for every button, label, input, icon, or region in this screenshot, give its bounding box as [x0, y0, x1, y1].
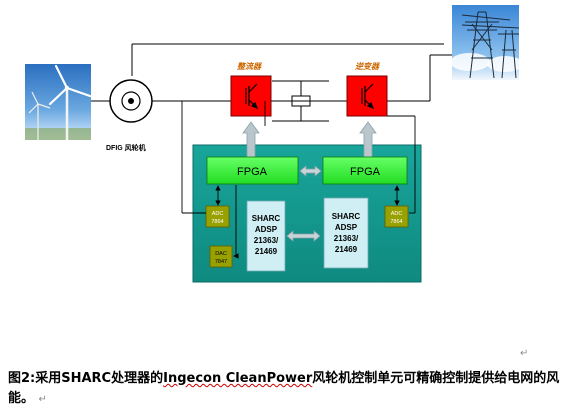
transmission-tower-photo-icon	[450, 5, 523, 80]
capacitor-icon	[291, 95, 311, 107]
figure-caption: 图2:采用SHARC处理器的Ingecon CleanPower风轮机控制单元可…	[8, 369, 566, 410]
generator-label: DFIG 风轮机	[106, 143, 146, 152]
wind-turbine-photo-icon	[25, 64, 92, 140]
double-arrow-icon	[286, 230, 321, 242]
dsp-right-line-4: 21469	[335, 245, 358, 254]
fpga-left-block	[206, 156, 299, 185]
caption-paragraph-mark: ↵	[38, 394, 47, 405]
fpga-left-label: FPGA	[237, 166, 268, 178]
adc-left-line-1: ADC	[212, 211, 224, 217]
adc-right-line-2: 7864	[390, 219, 402, 225]
adc-right-block	[384, 205, 409, 228]
dsp-right-line-3: 21363/	[334, 234, 359, 243]
transistor-switch-icon	[245, 83, 259, 110]
adc-left-line-2: 7864	[211, 219, 223, 225]
dsp-left-line-1: SHARC	[252, 214, 281, 223]
double-arrow-icon	[299, 165, 322, 177]
adc-left-block	[205, 205, 230, 228]
transistor-switch-icon	[361, 83, 375, 110]
dac-line-2: 7847	[215, 259, 227, 265]
rectifier-block	[230, 75, 272, 117]
caption-prefix: 图2:采用SHARC处理器的	[8, 371, 164, 386]
adc-right-line-1: ADC	[391, 211, 403, 217]
dsp-left-block	[246, 200, 286, 272]
rectifier-label: 整流器	[237, 62, 262, 71]
dsp-left-line-4: 21469	[255, 247, 278, 256]
dsp-left-line-3: 21363/	[254, 236, 279, 245]
gate-drive-arrows	[242, 121, 377, 159]
caption-brand: Ingecon CleanPower	[163, 371, 313, 386]
dac-line-1: DAC	[215, 251, 227, 257]
fpga-right-block	[322, 156, 408, 185]
dsp-right-block	[323, 197, 369, 269]
fpga-right-label: FPGA	[350, 166, 381, 178]
dsp-left-line-2: ADSP	[255, 225, 278, 234]
signal-lines	[181, 101, 416, 259]
dsp-right-line-1: SHARC	[332, 212, 361, 221]
dsp-right-line-2: ADSP	[335, 223, 358, 232]
dac-block	[209, 245, 233, 268]
inverter-block	[346, 75, 388, 117]
dfig-generator-symbol	[109, 79, 153, 123]
inverter-label: 逆变器	[355, 62, 380, 71]
paragraph-mark: ↵	[520, 348, 528, 359]
caption-suffix: 风轮机控制单元可精确控制提供给电网的风能。	[8, 371, 560, 406]
